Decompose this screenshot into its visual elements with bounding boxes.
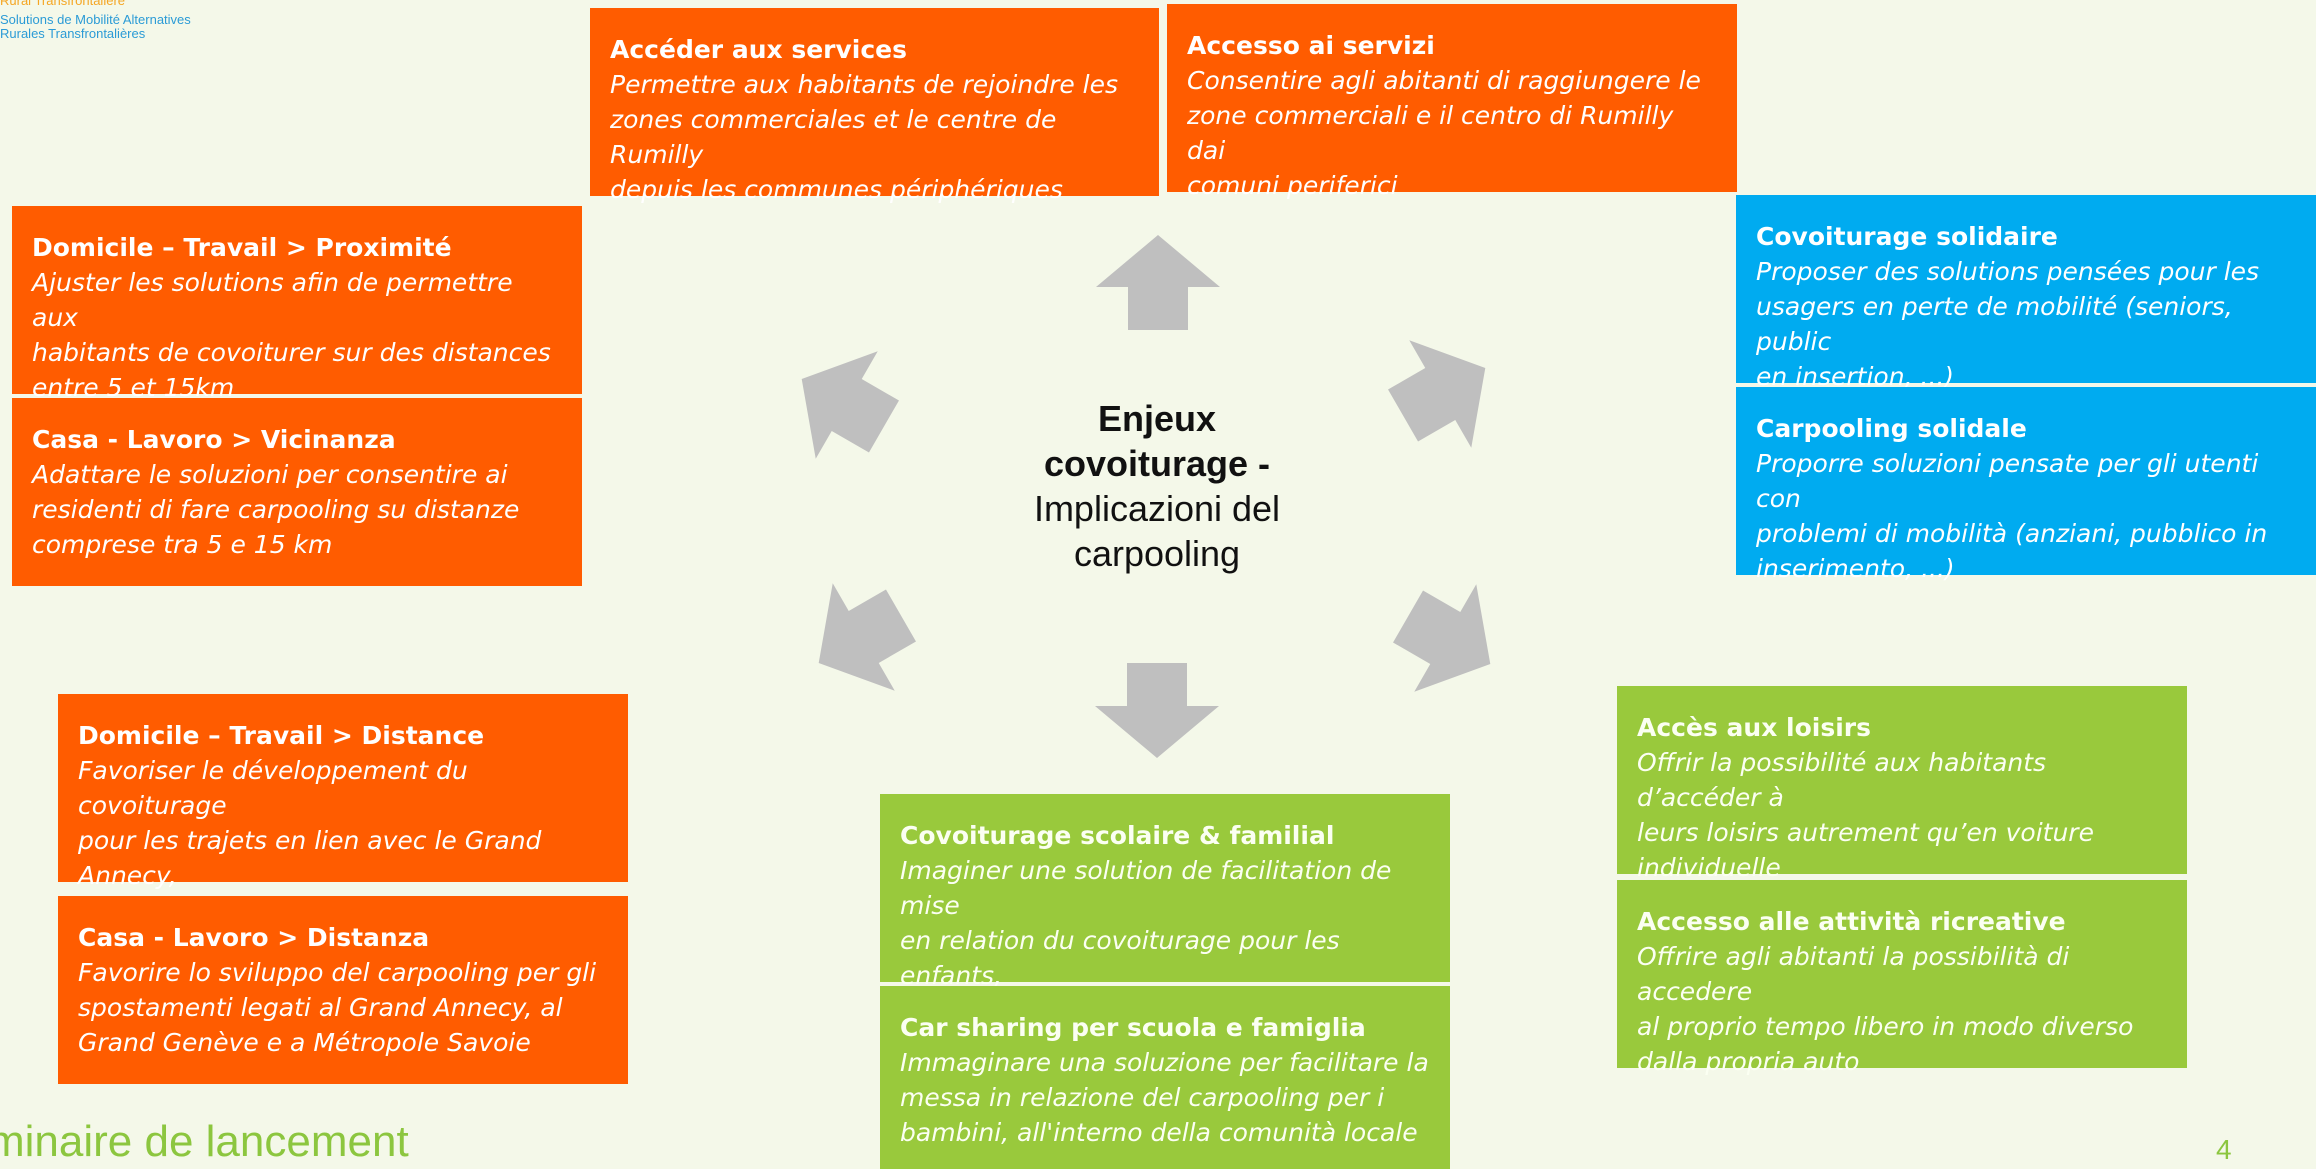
footer-title: minaire de lancement: [0, 1117, 409, 1166]
box-scuola-it: Car sharing per scuola e famiglia Immagi…: [880, 986, 1450, 1169]
box-title: Covoiturage scolaire & familial: [900, 821, 1335, 850]
center-line-3: Implicazioni del: [1033, 488, 1281, 529]
center-line-4: carpooling: [1073, 533, 1241, 574]
box-title: Accesso alle attività ricreative: [1637, 907, 2066, 936]
box-title: Car sharing per scuola e famiglia: [900, 1013, 1366, 1042]
box-title: Domicile – Travail > Distance: [78, 721, 485, 750]
box-vicinanza-it: Casa - Lavoro > Vicinanza Adattare le so…: [12, 398, 582, 586]
box-scolaire-fr: Covoiturage scolaire & familial Imaginer…: [880, 794, 1450, 1025]
box-title: Accéder aux services: [610, 35, 908, 64]
box-body: Adattare le soluzioni per consentire ai …: [32, 460, 520, 559]
box-body: Offrir la possibilité aux habitants d’ac…: [1637, 748, 2094, 882]
logo-line-1: Solutions de Mobilité Alternatives: [0, 12, 191, 27]
box-body: Ajuster les solutions afin de permettre …: [32, 268, 551, 402]
box-ricreative-it: Accesso alle attività ricreative Offrire…: [1617, 880, 2187, 1076]
center-label: Enjeux covoiturage - Implicazioni del ca…: [1007, 396, 1307, 576]
block-arrow-icon: [1388, 340, 1486, 448]
box-proximite-fr: Domicile – Travail > Proximité Ajuster l…: [12, 206, 582, 402]
block-arrow-icon: [1393, 584, 1491, 692]
box-loisirs-fr: Accès aux loisirs Offrir la possibilité …: [1617, 686, 2187, 882]
page-number: 4: [2216, 1134, 2232, 1165]
box-title: Covoiturage solidaire: [1756, 222, 2058, 251]
logo: Rural Transfrontaliere Solutions de Mobi…: [0, 0, 300, 44]
box-body: Proposer des solutions pensées pour les …: [1756, 257, 2260, 391]
box-body: Consentire agli abitanti di raggiungere …: [1187, 66, 1701, 200]
logo-cut-line: Rural Transfrontaliere: [0, 0, 125, 8]
box-body: Permettre aux habitants de rejoindre les…: [610, 70, 1119, 204]
box-body: Proporre soluzioni pensate per gli utent…: [1756, 449, 2268, 583]
box-services-it: Accesso ai servizi Consentire agli abita…: [1167, 4, 1737, 200]
box-services-fr: Accéder aux services Permettre aux habit…: [590, 8, 1159, 204]
box-distanza-it: Casa - Lavoro > Distanza Favorire lo svi…: [58, 896, 628, 1084]
block-arrow-icon: [1095, 663, 1219, 758]
block-arrow-icon: [818, 583, 916, 691]
box-title: Accesso ai servizi: [1187, 31, 1435, 60]
box-title: Domicile – Travail > Proximité: [32, 233, 452, 262]
box-title: Casa - Lavoro > Distanza: [78, 923, 430, 952]
box-solidale-it: Carpooling solidale Proporre soluzioni p…: [1736, 387, 2316, 583]
logo-line-2: Rurales Transfrontalières: [0, 26, 146, 41]
box-title: Accès aux loisirs: [1637, 713, 1871, 742]
block-arrow-icon: [1096, 235, 1220, 330]
box-title: Casa - Lavoro > Vicinanza: [32, 425, 396, 454]
box-body: Immaginare una soluzione per facilitare …: [900, 1048, 1429, 1147]
block-arrow-icon: [801, 351, 899, 459]
center-bold-line-2: covoiturage -: [1043, 443, 1271, 484]
box-title: Carpooling solidale: [1756, 414, 2027, 443]
box-body: Favorire lo sviluppo del carpooling per …: [78, 958, 597, 1057]
box-solidaire-fr: Covoiturage solidaire Proposer des solut…: [1736, 195, 2316, 391]
box-body: Offrire agli abitanti la possibilità di …: [1637, 942, 2134, 1076]
center-bold-line-1: Enjeux: [1097, 398, 1217, 439]
